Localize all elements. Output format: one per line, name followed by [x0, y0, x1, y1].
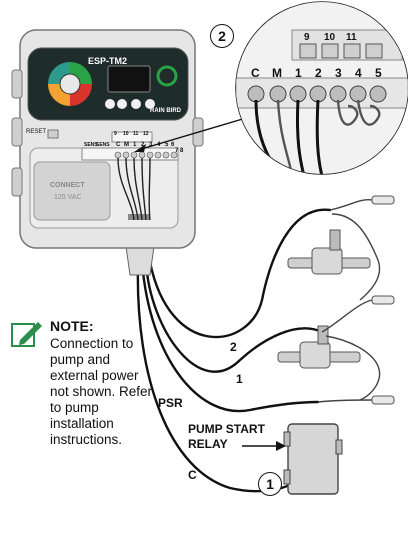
valve-splices	[317, 198, 381, 403]
zoom-terminal-label: 2	[315, 66, 322, 80]
zoom-top-terminal-label: 10	[324, 32, 336, 43]
relay-label-line1: PUMP START	[188, 422, 265, 436]
controller-top-terminal-label: 10	[123, 131, 129, 137]
controller-terminal-label: M	[124, 142, 129, 148]
controller-top-terminal-label: 11	[133, 131, 139, 137]
relay-arrow	[242, 441, 286, 451]
wire-nuts	[371, 195, 395, 405]
controller-brand-label: RAIN BIRD	[150, 108, 181, 114]
zoom-top-terminal-label: 9	[304, 32, 310, 43]
zoom-terminal-label: C	[251, 66, 260, 80]
zoom-terminal-label: 1	[295, 66, 302, 80]
valve-lower	[277, 325, 361, 369]
pencil-note-icon	[11, 322, 42, 347]
controller-terminal-label: 4	[157, 142, 161, 148]
pump-start-relay-box	[283, 423, 343, 495]
controller-terminal-label: SENS	[84, 142, 98, 148]
wire-label-common: C	[188, 468, 197, 482]
zoom-top-terminal-label: 11	[346, 32, 357, 43]
pump-start-relay-label: PUMP START RELAY	[188, 422, 265, 452]
controller-terminal-label: 5	[165, 142, 169, 148]
zoom-terminal-label: 5	[375, 66, 382, 80]
valve-upper	[287, 229, 371, 275]
controller-terminal-label: 1	[133, 142, 137, 148]
controller-terminal-label: 7	[175, 148, 179, 154]
wire-label-1: 1	[236, 372, 243, 386]
zoom-pointer	[134, 117, 247, 152]
zoom-terminal-label: M	[272, 66, 282, 80]
callout-2: 2	[210, 24, 234, 48]
controller-top-terminal-label: 12	[143, 131, 149, 137]
voltage-label: 120 VAC	[54, 194, 82, 201]
controller-terminal-label: 2	[141, 142, 145, 148]
note-body: Connection to pump and external power no…	[50, 336, 153, 447]
controller-terminal-label: 8	[180, 148, 184, 154]
zoom-terminal-label: 4	[355, 66, 362, 80]
controller-terminal-label: C	[116, 142, 121, 148]
wire-psr	[140, 260, 320, 413]
wire-label-psr: PSR	[158, 396, 183, 410]
zoom-terminal-label: 3	[335, 66, 342, 80]
wire-label-2: 2	[230, 340, 237, 354]
controller-terminal-label: SENS	[96, 142, 110, 148]
wire-zone-1	[144, 260, 324, 373]
zoom-panel	[235, 1, 408, 175]
power-connect-label: CONNECT	[50, 182, 85, 189]
callout-1: 1	[258, 472, 282, 496]
relay-label-line2: RELAY	[188, 437, 228, 451]
controller-terminal-label: 3	[149, 142, 153, 148]
controller-model-label: ESP-TM2	[88, 56, 128, 66]
reset-label: RESET	[26, 129, 47, 135]
note-title: NOTE:	[50, 318, 94, 334]
controller-wire-loom	[117, 157, 151, 221]
wire-zone-2	[148, 208, 332, 339]
controller-housing	[11, 29, 204, 249]
controller-top-terminal-label: 9	[114, 131, 117, 137]
controller-terminal-label: 6	[171, 142, 175, 148]
